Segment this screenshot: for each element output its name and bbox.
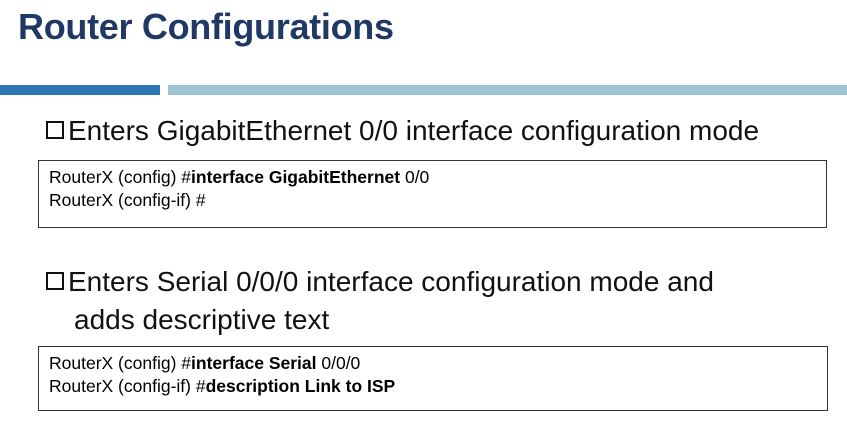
command-keyword: description Link to ISP — [205, 376, 396, 396]
bullet-text: Enters Serial 0/0/0 interface configurat… — [68, 266, 714, 297]
slide-title: Router Configurations — [18, 6, 394, 47]
command-keyword: interface Serial — [191, 353, 317, 373]
command-argument: 0/0/0 — [316, 353, 361, 373]
command-line: RouterX (config-if) #description Link to… — [49, 375, 817, 398]
bullet-item-serial: Enters Serial 0/0/0 interface configurat… — [46, 263, 714, 339]
command-line: RouterX (config) #interface GigabitEther… — [49, 166, 816, 189]
command-prompt: RouterX (config-if) # — [49, 190, 206, 210]
command-prompt: RouterX (config) # — [49, 353, 192, 373]
command-prompt: RouterX (config) # — [49, 167, 192, 187]
command-line: RouterX (config-if) # — [49, 189, 816, 212]
bullet-item-gigabit: Enters GigabitEthernet 0/0 interface con… — [46, 112, 759, 150]
checkbox-bullet-icon — [46, 272, 64, 290]
command-box-serial: RouterX (config) #interface Serial 0/0/0… — [38, 346, 828, 411]
header-divider-bar — [168, 85, 847, 95]
checkbox-bullet-icon — [46, 121, 64, 139]
command-keyword: interface GigabitEthernet — [191, 167, 401, 187]
header-accent-bar — [0, 85, 160, 95]
command-prompt: RouterX (config-if) # — [49, 376, 206, 396]
bullet-text: Enters GigabitEthernet 0/0 interface con… — [68, 115, 760, 146]
bullet-text-continuation: adds descriptive text — [74, 304, 330, 335]
command-argument: 0/0 — [400, 167, 430, 187]
command-box-gigabit: RouterX (config) #interface GigabitEther… — [38, 160, 827, 228]
command-line: RouterX (config) #interface Serial 0/0/0 — [49, 352, 817, 375]
